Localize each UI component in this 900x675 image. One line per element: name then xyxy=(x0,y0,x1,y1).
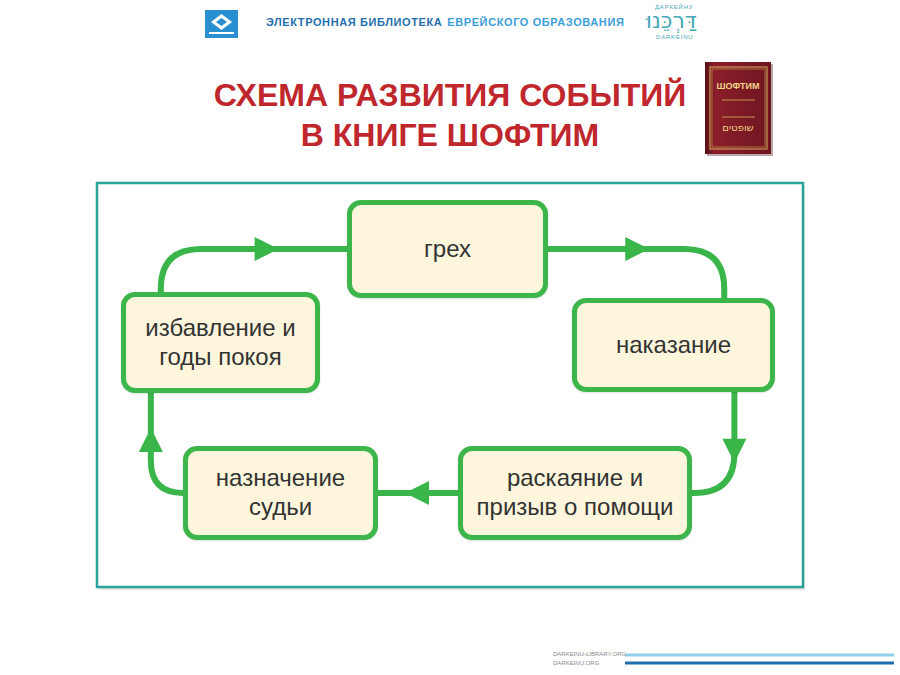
book-frame-inner xyxy=(712,69,765,147)
book-frame xyxy=(710,67,767,149)
footer-line xyxy=(625,654,894,657)
stage-label: грех xyxy=(424,235,471,264)
footer-url: DARKEINU-LIBRARY.ORG xyxy=(553,651,626,658)
book-ornament xyxy=(722,100,755,101)
connector-line xyxy=(548,249,724,298)
stage-label: назначение судьи xyxy=(194,464,367,522)
book-title: ШОФТИМ xyxy=(705,82,771,92)
diagram-frame xyxy=(97,183,803,587)
header-row: ЭЛЕКТРОННАЯ БИБЛИОТЕКА ЕВРЕЙСКОГО ОБРАЗОВ… xyxy=(266,16,624,28)
logo-square xyxy=(205,10,238,38)
stage-box: назначение судьи xyxy=(183,446,378,540)
book-title-hebrew: שופטים xyxy=(705,122,771,133)
header-text: ЭЛЕКТРОННАЯ БИБЛИОТЕКА xyxy=(266,16,442,28)
stage-label: наказание xyxy=(616,331,731,360)
stage-box: наказание xyxy=(572,298,775,392)
cycle-connector xyxy=(548,237,724,298)
footer-url: DARKEINU.ORG xyxy=(553,660,599,667)
footer-line xyxy=(625,662,894,665)
stage-box: избавление и годы покоя xyxy=(121,292,320,393)
logo-diamond-inner xyxy=(216,18,227,26)
stage-label: избавление и годы покоя xyxy=(132,314,309,372)
stage-box: раскаяние и призыв о помощи xyxy=(458,446,692,540)
arrow-head xyxy=(625,237,649,261)
arrow-head xyxy=(255,237,279,261)
header-text: ЕВРЕЙСКОГО ОБРАЗОВАНИЯ xyxy=(447,16,624,28)
logo-stripe xyxy=(209,32,234,34)
library-logo xyxy=(205,10,238,38)
logo-caption: DARKEINU xyxy=(656,34,693,41)
cycle-connector xyxy=(161,237,347,292)
connector-line xyxy=(161,249,347,292)
book-ornament xyxy=(722,117,755,118)
arrow-head xyxy=(722,439,746,463)
cycle-connector xyxy=(378,481,458,505)
cycle-connector xyxy=(692,392,746,493)
arrow-head xyxy=(139,428,163,452)
cycle-connector xyxy=(139,393,183,493)
diagram-title: СХЕМА РАЗВИТИЯ СОБЫТИЙ В КНИГЕ ШОФТИМ xyxy=(205,75,695,155)
stage-label: раскаяние и призыв о помощи xyxy=(469,464,681,522)
logo-hebrew: דַּרְכֵּנוּ xyxy=(646,9,697,33)
arrow-head xyxy=(405,481,429,505)
stage-box: грех xyxy=(347,200,548,298)
logo-diamond xyxy=(211,14,232,30)
book-body xyxy=(705,62,771,154)
book-cover xyxy=(705,62,773,156)
